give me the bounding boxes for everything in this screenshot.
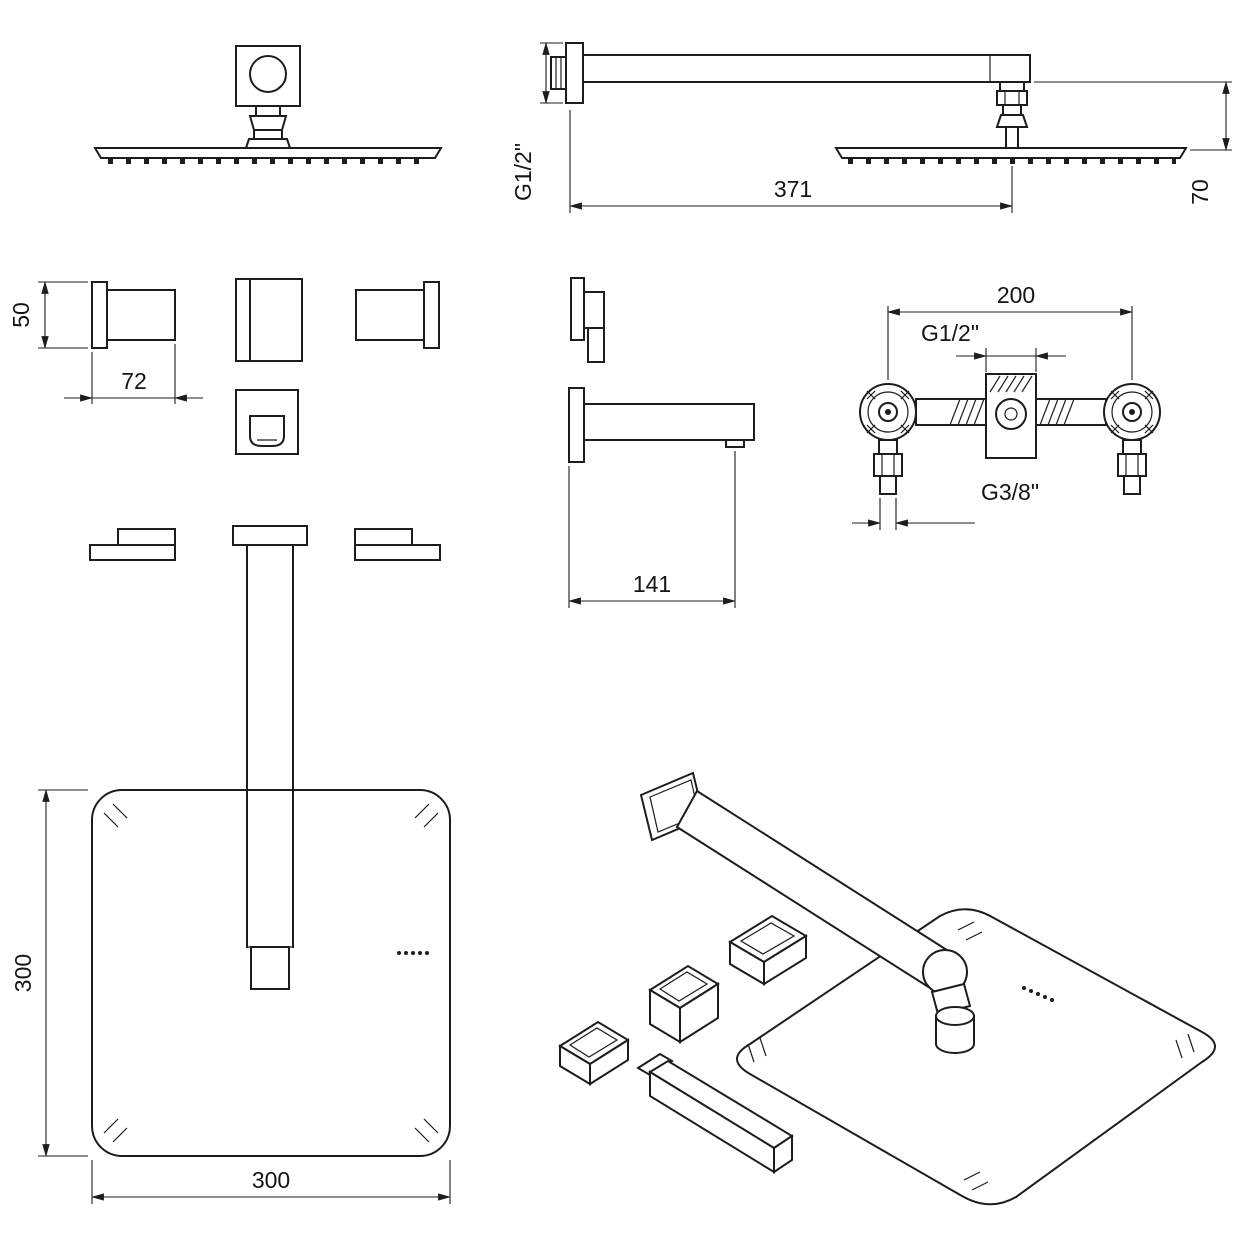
arm-neck: [255, 105, 281, 117]
escutcheon-side-body: [583, 291, 605, 329]
isometric-assembly-view: [558, 771, 1216, 1206]
right-bar-thread-hatch: [1039, 398, 1075, 426]
arm-connector-plan: [250, 946, 290, 990]
swivel-cone: [995, 114, 1029, 128]
head-plate-edge: [93, 147, 443, 159]
side-view-shower-arm: G1/2" 371 70: [510, 41, 1232, 213]
handle-plan-right-bar: [354, 544, 441, 561]
elbow-collar: [999, 81, 1025, 92]
iso-shower-arm: [675, 789, 952, 990]
mixer-valve-view: 200 G1/2" G3/8": [852, 282, 1161, 530]
right-connection-bar: [1035, 398, 1107, 426]
iso-stem-bottom: [934, 1042, 976, 1054]
dim-label-wall-thread: G1/2": [510, 143, 536, 201]
elbow-nut: [996, 90, 1028, 106]
dim-label-inlet-thread: G3/8": [981, 479, 1039, 505]
iso-brand-mark: [1022, 986, 1054, 1002]
mixer-outlet-center: [1004, 407, 1018, 421]
mixer-body-thread-hatch: [989, 375, 1033, 393]
mixer-outlet-bore: [995, 398, 1027, 430]
spout-escutcheon-front: [235, 389, 299, 455]
head-plate-edge-side: [834, 147, 1188, 159]
dim-label-arm-length: 371: [774, 176, 812, 202]
iso-spout: [636, 1052, 794, 1174]
handle-left-body: [106, 289, 176, 341]
handle-plan-left-bar: [89, 544, 176, 561]
spout-side-view: 141: [567, 277, 755, 608]
handle-plan-left-block: [117, 528, 176, 546]
left-valve-knurl: [866, 390, 910, 434]
shower-arm: [582, 54, 1031, 83]
left-valve: [859, 383, 917, 495]
handle-right-flange: [423, 281, 440, 349]
dim-label-handle-width: 72: [121, 368, 147, 394]
dim-label-center-thread: G1/2": [921, 320, 979, 346]
spout-body: [583, 403, 755, 441]
iso-escutcheon-middle: [648, 964, 720, 1044]
escutcheon-views: 50 72: [8, 278, 440, 455]
bore-arc-detail: [277, 77, 287, 89]
wall-thread-stub: [550, 56, 567, 90]
iso-escutcheon-lower: [558, 1020, 630, 1086]
dim-label-plate-height: 300: [10, 954, 36, 992]
left-bar-thread-hatch: [949, 398, 985, 426]
spout-outlet-front: [249, 415, 285, 447]
dim-label-drop: 70: [1187, 179, 1213, 205]
escutcheon-side-flange: [570, 277, 585, 341]
connector-collar: [253, 129, 283, 140]
brand-mark: [397, 951, 429, 955]
arm-bore-circle: [249, 55, 287, 93]
handle-left-flange: [91, 281, 108, 349]
dim-label-spout-length: 141: [633, 571, 671, 597]
wall-flange: [565, 42, 584, 104]
handle-plan-right-block: [354, 528, 413, 546]
arm-ceiling-flange-plan: [232, 525, 308, 546]
right-valve: [1103, 383, 1161, 495]
plate-corner-marks: [103, 803, 439, 1143]
spout-wall-plate: [568, 387, 585, 463]
iso-head-plate: [736, 908, 1216, 1206]
front-view-shower-head: [93, 45, 443, 164]
escutcheon-side-stub: [587, 327, 605, 363]
dim-label-plate-width: 300: [252, 1167, 290, 1193]
dim-label-handle-height: 50: [8, 302, 34, 328]
connector-nut: [248, 115, 288, 131]
head-stem: [1005, 126, 1019, 149]
head-flange: [244, 138, 292, 149]
handle-right-body: [355, 289, 425, 341]
head-plate-plan: [91, 789, 451, 1157]
spout-aerator: [725, 439, 745, 448]
iso-escutcheon-upper: [728, 914, 808, 986]
right-valve-knurl: [1110, 390, 1154, 434]
plan-view-shower-head: 300 300: [10, 525, 452, 1204]
center-escutcheon: [235, 278, 303, 362]
iso-plate-corner-marks: [747, 921, 1195, 1191]
iso-stem-top: [935, 1006, 975, 1026]
swivel-neck: [1002, 104, 1022, 116]
dim-label-valve-spacing: 200: [997, 282, 1035, 308]
